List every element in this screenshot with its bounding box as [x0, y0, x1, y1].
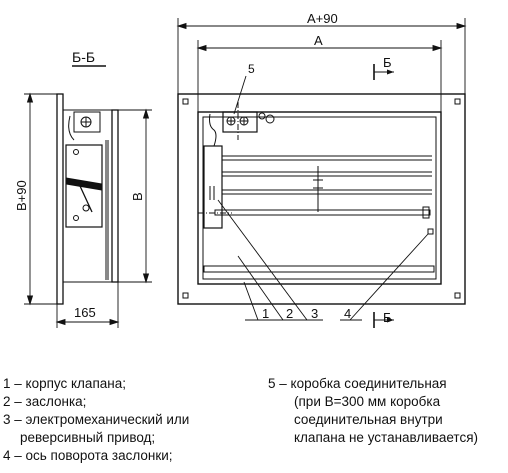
cut-mark-bottom: Б [383, 310, 392, 325]
legend-left: 1 – корпус клапана; 2 – заслонка; 3 – эл… [3, 375, 189, 465]
legend-item-1: 1 – корпус клапана; [3, 376, 126, 391]
legend-item-4: 4 – ось поворота заслонки; [3, 448, 173, 463]
callout-4: 4 [344, 306, 351, 321]
actuator [203, 145, 223, 229]
cut-mark-top: Б [383, 55, 392, 70]
legend-item-2: 2 – заслонка; [3, 394, 87, 409]
dimension-width-total: A+90 [307, 11, 338, 26]
axis-bearing [422, 206, 430, 219]
dimension-depth: 165 [74, 305, 96, 320]
legend-item-5-note-1: (при В=300 мм коробка [294, 394, 441, 409]
junction-box [222, 111, 258, 133]
section-cut-marks [373, 64, 394, 328]
section-title: Б-Б [72, 49, 95, 65]
valve-body [197, 111, 442, 285]
legend-item-3-cont: реверсивный привод; [20, 430, 156, 445]
bolt-hole [182, 292, 189, 299]
legend-item-5-note-3: клапана не устанавливается) [294, 430, 478, 445]
bolt-hole [182, 98, 189, 105]
dimension-width-inner: A [314, 33, 323, 48]
bolt-hole [454, 98, 461, 105]
legend-item-3: 3 – электромеханический или [3, 412, 190, 427]
damper-bottom [203, 265, 435, 273]
section-flange-left [56, 93, 64, 305]
axis-bearing [427, 228, 434, 235]
legend-item-5: 5 – коробка соединительная [268, 376, 447, 391]
width-dimensions [176, 18, 467, 112]
callout-5: 5 [248, 62, 255, 76]
dimension-height-total: B+90 [14, 180, 29, 211]
callout-3: 3 [311, 306, 318, 321]
legend-item-5-note-2: соединительная внутри [294, 412, 443, 427]
section-junction-box [73, 111, 101, 133]
valve-body-inner [202, 116, 437, 280]
valve-flange [177, 93, 466, 305]
height-dimensions [24, 92, 152, 328]
front-view [177, 93, 466, 305]
damper-axis [214, 209, 431, 216]
bolt-hole [454, 292, 461, 299]
legend-right: 5 – коробка соединительная (при В=300 мм… [268, 375, 478, 447]
callout-1: 1 [262, 306, 269, 321]
callout-leaders [217, 75, 429, 321]
section-flange-right [111, 109, 119, 283]
dimension-height-inner: B [130, 192, 145, 201]
section-view [56, 93, 119, 305]
callout-2: 2 [286, 306, 293, 321]
